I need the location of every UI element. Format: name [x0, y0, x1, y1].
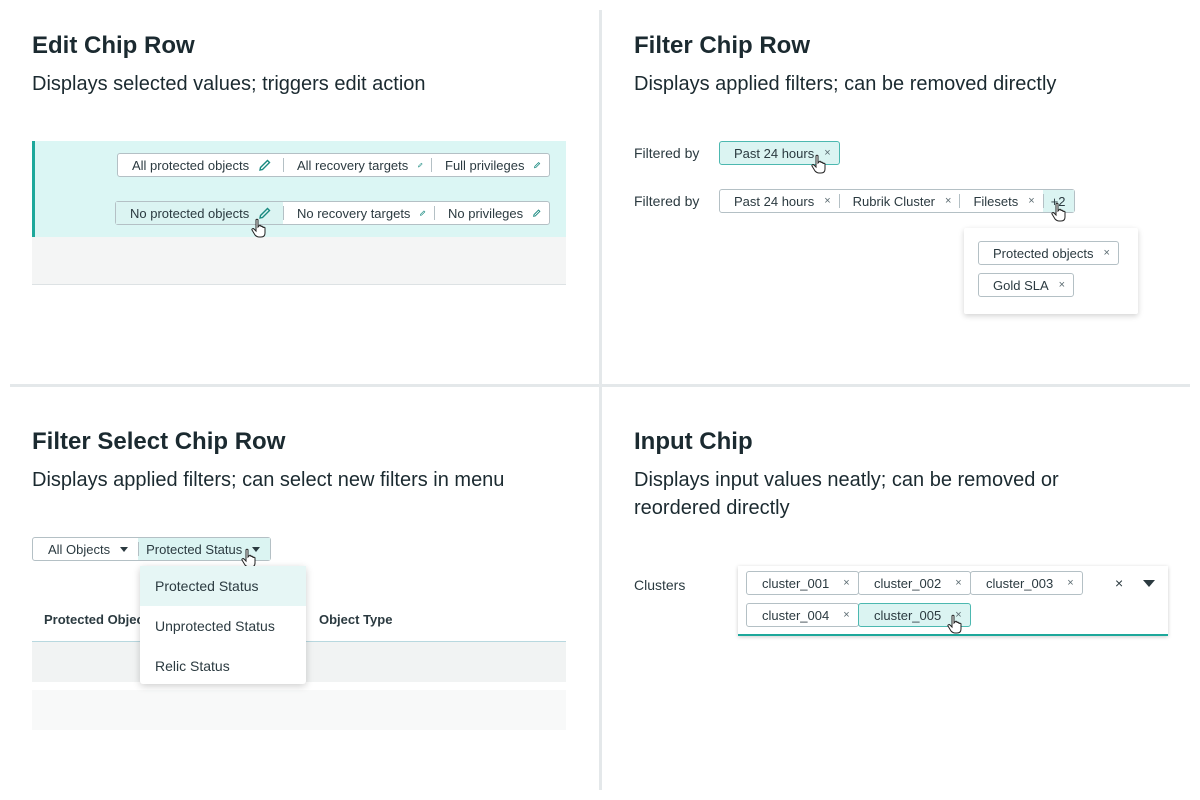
- chip-label: Full privileges: [445, 157, 525, 173]
- chip-label: No privileges: [448, 205, 524, 221]
- edit-chip-row-1[interactable]: All protected objects All recovery targe…: [117, 153, 550, 177]
- close-icon[interactable]: ×: [824, 146, 831, 159]
- filter-select-group[interactable]: All Objects Protected Status: [32, 537, 272, 561]
- caret-down-icon: [120, 546, 129, 552]
- close-icon[interactable]: ×: [1028, 194, 1035, 207]
- chip-label: cluster_002: [874, 575, 942, 591]
- filter-select-chip-row-section: Filter Select Chip Row Displays applied …: [32, 426, 572, 776]
- filter-chip[interactable]: Rubrik Cluster ×: [838, 190, 960, 212]
- close-icon[interactable]: ×: [843, 608, 850, 621]
- chip-label: Past 24 hours: [734, 193, 815, 209]
- pencil-icon[interactable]: [259, 207, 271, 219]
- edit-chip-row-section: Edit Chip Row Displays selected values; …: [32, 30, 572, 370]
- filter-label: Filtered by: [634, 193, 700, 209]
- menu-item-relic-status[interactable]: Relic Status: [155, 658, 230, 674]
- select-protected-status[interactable]: Protected Status: [138, 538, 271, 560]
- close-icon[interactable]: ×: [955, 608, 962, 621]
- caret-down-icon[interactable]: [1143, 580, 1155, 587]
- chip-label: cluster_005: [874, 607, 942, 623]
- more-filters-button[interactable]: +2: [1042, 190, 1074, 212]
- chip-label: Filesets: [973, 193, 1019, 209]
- section-description: Displays selected values; triggers edit …: [32, 73, 426, 95]
- pencil-icon[interactable]: [534, 159, 541, 171]
- edit-chip[interactable]: All recovery targets: [283, 154, 431, 176]
- filter-chip[interactable]: Protected objects ×: [978, 241, 1119, 265]
- menu-item-unprotected-status[interactable]: Unprotected Status: [155, 618, 275, 634]
- chip-label: No recovery targets: [297, 205, 411, 221]
- section-description: Displays applied filters; can be removed…: [634, 73, 1057, 95]
- pencil-icon[interactable]: [418, 159, 423, 171]
- edit-chip-selected[interactable]: No protected objects: [116, 202, 283, 224]
- select-label: All Objects: [48, 541, 111, 557]
- close-icon[interactable]: ×: [1067, 576, 1074, 589]
- column-header[interactable]: Protected Objec: [44, 612, 144, 627]
- more-count: +2: [1050, 193, 1066, 209]
- edit-chip[interactable]: All protected objects: [118, 154, 283, 176]
- chip-label: cluster_001: [762, 575, 830, 591]
- chip-label: Past 24 hours: [734, 145, 815, 161]
- close-icon[interactable]: ×: [955, 576, 962, 589]
- more-filters-popover: Protected objects × Gold SLA ×: [964, 228, 1138, 314]
- clusters-input[interactable]: cluster_001 × cluster_002 × cluster_003 …: [738, 566, 1168, 636]
- filter-chip[interactable]: Filesets ×: [959, 190, 1042, 212]
- close-icon[interactable]: ×: [945, 194, 952, 207]
- pencil-icon[interactable]: [420, 207, 426, 219]
- chip-label: All protected objects: [132, 157, 250, 173]
- filter-chip[interactable]: Past 24 hours ×: [720, 190, 839, 212]
- filter-menu: Protected Status Unprotected Status Reli…: [140, 566, 306, 684]
- chip-label: Protected objects: [993, 245, 1094, 261]
- section-description: Displays applied filters; can select new…: [32, 469, 505, 491]
- input-chip[interactable]: cluster_003 ×: [970, 571, 1083, 595]
- section-title: Input Chip: [634, 428, 753, 455]
- edit-chip-empty-row: [32, 237, 566, 285]
- close-icon[interactable]: ×: [824, 194, 831, 207]
- edit-chip-row-2[interactable]: No protected objects No recovery targets…: [115, 201, 550, 225]
- chip-label: No protected objects: [130, 205, 250, 221]
- input-chip[interactable]: cluster_001 ×: [746, 571, 859, 595]
- horizontal-divider: [10, 384, 1190, 387]
- section-description: Displays input values neatly; can be rem…: [634, 469, 1059, 519]
- filter-label: Filtered by: [634, 145, 700, 161]
- edit-chip[interactable]: No privileges: [434, 202, 549, 224]
- clusters-label: Clusters: [634, 577, 686, 593]
- section-title: Filter Select Chip Row: [32, 428, 286, 455]
- edit-chip[interactable]: No recovery targets: [283, 202, 434, 224]
- chip-label: Rubrik Cluster: [852, 193, 936, 209]
- filter-chip[interactable]: Past 24 hours ×: [719, 141, 840, 165]
- table-row[interactable]: [32, 690, 566, 730]
- filter-chip[interactable]: Gold SLA ×: [978, 273, 1075, 297]
- input-chip[interactable]: cluster_004 ×: [746, 603, 859, 627]
- close-icon[interactable]: ×: [1103, 246, 1110, 259]
- vertical-divider: [599, 10, 602, 790]
- pencil-icon[interactable]: [259, 159, 271, 171]
- filter-chip-row-section: Filter Chip Row Displays applied filters…: [634, 30, 1174, 370]
- select-label: Protected Status: [146, 541, 243, 557]
- section-title: Edit Chip Row: [32, 32, 195, 59]
- chip-label: cluster_004: [762, 607, 830, 623]
- chip-label: cluster_003: [986, 575, 1054, 591]
- chip-label: All recovery targets: [297, 157, 409, 173]
- column-header[interactable]: Object Type: [319, 612, 393, 627]
- clear-all-icon[interactable]: ×: [1115, 575, 1124, 591]
- menu-item-protected-status[interactable]: Protected Status: [140, 566, 306, 606]
- pencil-icon[interactable]: [533, 207, 541, 219]
- edit-chip[interactable]: Full privileges: [431, 154, 549, 176]
- filter-chip-group[interactable]: Past 24 hours × Rubrik Cluster × Fileset…: [719, 189, 1075, 213]
- close-icon[interactable]: ×: [1058, 278, 1066, 291]
- chip-label: Gold SLA: [993, 277, 1049, 293]
- input-chip-selected[interactable]: cluster_005 ×: [858, 603, 971, 627]
- input-chip[interactable]: cluster_002 ×: [858, 571, 971, 595]
- select-all-objects[interactable]: All Objects: [33, 538, 138, 560]
- section-title: Filter Chip Row: [634, 32, 810, 59]
- caret-down-icon: [252, 546, 261, 552]
- close-icon[interactable]: ×: [843, 576, 850, 589]
- input-chip-section: Input Chip Displays input values neatly;…: [634, 426, 1174, 776]
